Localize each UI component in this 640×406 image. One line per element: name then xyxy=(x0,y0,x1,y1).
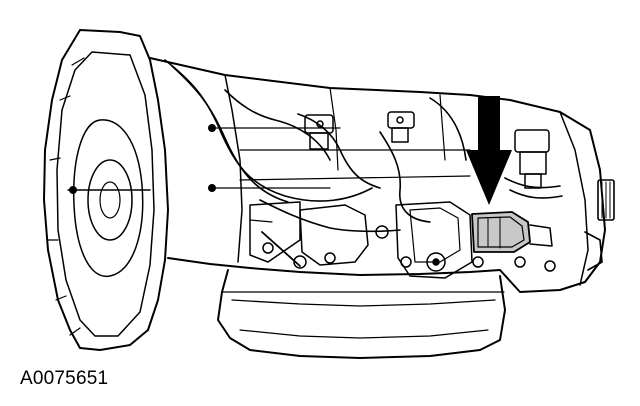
oil-pan xyxy=(217,269,506,359)
transmission-case xyxy=(149,57,606,293)
highlighted-component xyxy=(471,211,553,253)
valve-body xyxy=(249,201,556,279)
bell-housing xyxy=(43,29,169,351)
arrow-down-icon xyxy=(466,96,512,205)
electrical-connectors xyxy=(304,111,550,189)
figure-reference-code: A0075651 xyxy=(20,368,109,389)
wiring-harness xyxy=(164,59,563,233)
output-shaft xyxy=(584,179,615,271)
